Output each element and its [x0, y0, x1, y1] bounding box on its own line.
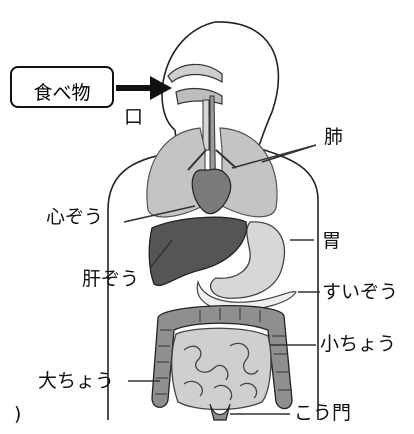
- bracket-mark: ): [14, 405, 21, 424]
- heart-label: 心ぞう: [46, 208, 103, 227]
- nasal-cavity: [168, 64, 222, 82]
- food-label: 食べ物: [12, 78, 112, 105]
- pancreas-label: すいぞう: [322, 283, 398, 302]
- food-label-box: 食べ物: [10, 66, 114, 108]
- stomach-label: 胃: [322, 232, 341, 251]
- liver-label: 肝ぞう: [82, 270, 139, 289]
- right-lung: [220, 128, 277, 217]
- mouth-label: 口: [124, 108, 143, 127]
- lungs-label: 肺: [324, 128, 343, 147]
- small-intestine-label: 小ちょう: [320, 335, 396, 354]
- oral-cavity: [176, 89, 222, 104]
- anus-label: こう門: [294, 404, 351, 423]
- large-intestine-label: 大ちょう: [38, 372, 114, 391]
- small-intestine: [172, 328, 271, 409]
